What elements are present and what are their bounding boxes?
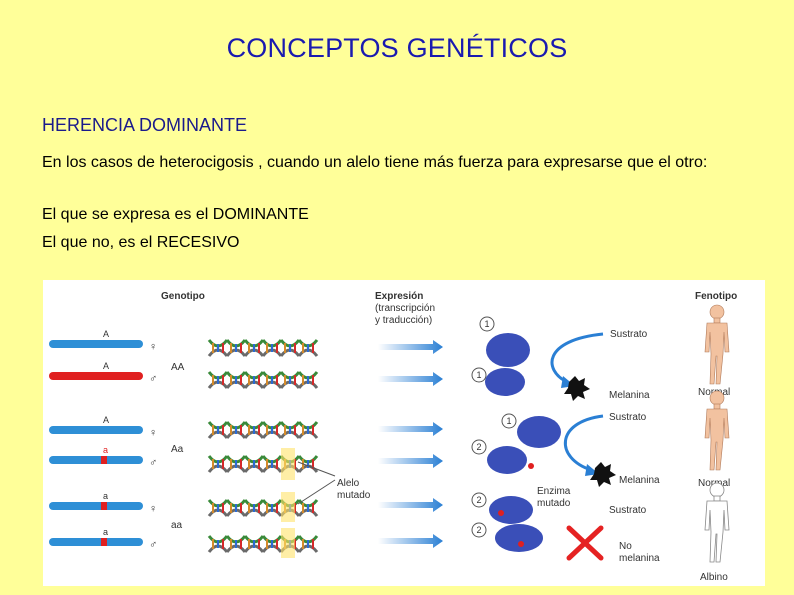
dna-double-helix-mutated bbox=[209, 536, 317, 552]
expresion-subheader-1: (transcripción bbox=[375, 303, 435, 314]
recessive-statement: El que no, es el RECESIVO bbox=[42, 234, 240, 251]
mutation-dot bbox=[498, 510, 504, 516]
dna-double-helix bbox=[209, 372, 317, 388]
step-number: 1 bbox=[484, 319, 489, 329]
genotipo-header: Genotipo bbox=[161, 291, 205, 302]
mutation-highlight bbox=[281, 528, 295, 558]
step-circle bbox=[479, 316, 495, 332]
genotype-label: AA bbox=[171, 362, 185, 373]
mutation-highlight bbox=[281, 448, 295, 480]
expresion-subheader-2: y traducción) bbox=[375, 315, 432, 326]
reaction-arrow bbox=[564, 414, 604, 472]
enzyme-blob bbox=[517, 416, 561, 448]
mutation-dot bbox=[528, 463, 534, 469]
mutation-highlight bbox=[281, 492, 295, 522]
mutation-dot bbox=[518, 541, 524, 547]
melanin-blot-icon bbox=[564, 376, 590, 401]
enzyme-blob bbox=[495, 524, 543, 552]
genetics-figure: Genotipo Expresión (transcripción y trad… bbox=[43, 280, 765, 586]
normal-person-icon bbox=[704, 304, 730, 385]
step-circle bbox=[471, 367, 487, 383]
sustrato-label: Sustrato bbox=[610, 329, 648, 340]
arrow-right-icon bbox=[378, 340, 443, 354]
enzima-mutado-label: Enzima bbox=[537, 486, 571, 497]
female-symbol: ♀ bbox=[149, 503, 157, 515]
allele-label: A bbox=[103, 329, 109, 339]
no-melanin-cross-icon bbox=[566, 525, 604, 561]
expresion-header: Expresión bbox=[375, 291, 423, 302]
genotype-row-heterozygous: A ♀ a ♂ Aa bbox=[49, 415, 317, 480]
melanina-label: Melanina bbox=[619, 475, 660, 486]
expression-arrows bbox=[378, 340, 443, 548]
female-symbol: ♀ bbox=[149, 341, 157, 353]
chromosome-blue bbox=[49, 538, 143, 546]
phenotype-label: Albino bbox=[700, 572, 728, 583]
chromosome-blue bbox=[49, 426, 143, 434]
enzyme-blob bbox=[489, 496, 533, 524]
reaction-arrow bbox=[550, 332, 604, 384]
allele-label: a bbox=[103, 527, 108, 537]
mutation-mark bbox=[101, 538, 107, 546]
chromosome-blue bbox=[49, 502, 143, 510]
step-circle bbox=[501, 413, 517, 429]
genotype-label: aa bbox=[171, 520, 183, 531]
chromosome-blue bbox=[49, 456, 143, 464]
step-number: 2 bbox=[476, 495, 481, 505]
step-number: 2 bbox=[476, 442, 481, 452]
enzyme-blob bbox=[485, 368, 525, 396]
arrow-right-icon bbox=[378, 422, 443, 436]
arrow-right-icon bbox=[378, 454, 443, 468]
allele-label: A bbox=[103, 415, 109, 425]
enzyme-blob bbox=[487, 446, 527, 474]
mutation-mark bbox=[101, 502, 107, 510]
arrow-right-icon bbox=[378, 498, 443, 512]
slide-title: CONCEPTOS GENÉTICOS bbox=[226, 33, 568, 63]
female-symbol: ♀ bbox=[149, 427, 157, 439]
intro-paragraph: En los casos de heterocigosis , cuando u… bbox=[42, 154, 708, 171]
melanin-blot-icon bbox=[590, 462, 616, 487]
alelo-mutado-label: mutado bbox=[337, 490, 371, 501]
section-heading: HERENCIA DOMINANTE bbox=[42, 115, 248, 135]
alelo-mutado-pointer bbox=[297, 461, 336, 505]
enzyme-blob bbox=[486, 333, 530, 367]
male-symbol: ♂ bbox=[149, 373, 157, 385]
mutation-mark bbox=[101, 456, 107, 464]
sustrato-label: Sustrato bbox=[609, 505, 647, 516]
male-symbol: ♂ bbox=[149, 539, 157, 551]
step-number: 1 bbox=[506, 416, 511, 426]
dna-double-helix bbox=[209, 340, 317, 356]
no-melanina-label: No bbox=[619, 541, 632, 552]
allele-label: a bbox=[103, 491, 108, 501]
dna-double-helix bbox=[209, 422, 317, 438]
alelo-mutado-label: Alelo bbox=[337, 478, 360, 489]
step-circle bbox=[471, 522, 487, 538]
dominant-statement: El que se expresa es el DOMINANTE bbox=[42, 206, 309, 223]
no-melanina-label: melanina bbox=[619, 553, 660, 564]
enzima-mutado-label: mutado bbox=[537, 498, 571, 509]
chromosome-blue bbox=[49, 340, 143, 348]
genotype-row-aa-dominant: A ♀ A ♂ AA bbox=[49, 329, 317, 388]
step-number: 2 bbox=[476, 525, 481, 535]
enzyme-cluster bbox=[485, 333, 561, 552]
allele-label: A bbox=[103, 361, 109, 371]
step-number: 1 bbox=[476, 370, 481, 380]
allele-label: a bbox=[103, 445, 108, 455]
male-symbol: ♂ bbox=[149, 457, 157, 469]
step-circle bbox=[471, 439, 487, 455]
genotype-row-aa-recessive: a ♀ a ♂ aa bbox=[49, 491, 317, 558]
arrow-right-icon bbox=[378, 372, 443, 386]
arrow-right-icon bbox=[378, 534, 443, 548]
albino-person-icon bbox=[704, 482, 730, 563]
normal-person-icon bbox=[704, 390, 730, 471]
sustrato-label: Sustrato bbox=[609, 412, 647, 423]
dna-double-helix-mutated bbox=[209, 456, 317, 472]
genotype-label: Aa bbox=[171, 444, 184, 455]
fenotipo-header: Fenotipo bbox=[695, 291, 737, 302]
step-circle bbox=[471, 492, 487, 508]
melanina-label: Melanina bbox=[609, 390, 650, 401]
chromosome-red bbox=[49, 372, 143, 380]
